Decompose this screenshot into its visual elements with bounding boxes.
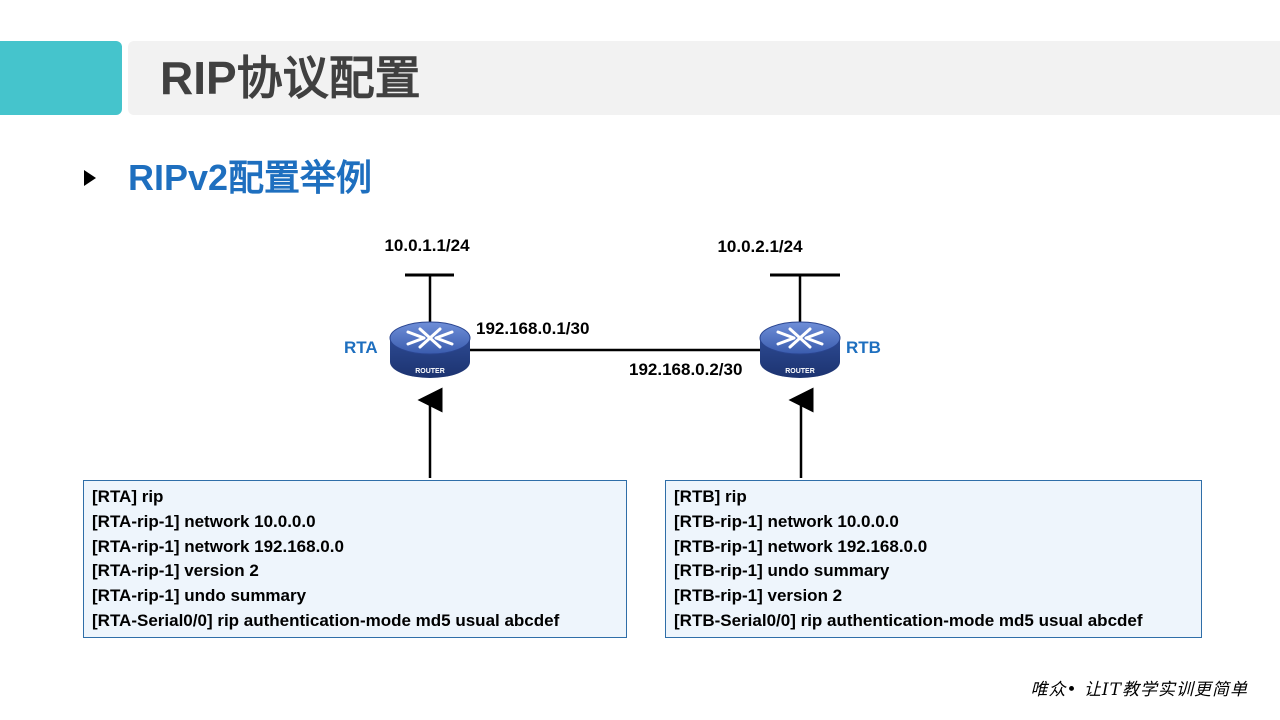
- router-rta-icon: ROUTER: [389, 321, 471, 378]
- rta-device-label: ROUTER: [415, 368, 445, 375]
- rtb-name-label: RTB: [846, 338, 881, 357]
- rtb-config-line: [RTB-Serial0/0] rip authentication-mode …: [674, 610, 1143, 630]
- section-subtitle: RIPv2配置举例: [128, 157, 373, 198]
- rtb-config-box: [RTB] rip [RTB-rip-1] network 10.0.0.0 […: [665, 480, 1202, 638]
- rta-config-box: [RTA] rip [RTA-rip-1] network 10.0.0.0 […: [83, 480, 627, 638]
- rta-config-line: [RTA-rip-1] version 2: [92, 561, 259, 581]
- rtb-config-line: [RTB-rip-1] network 192.168.0.0: [674, 536, 928, 556]
- router-rtb-icon: ROUTER: [759, 321, 841, 378]
- rta-lan-ip-label: 10.0.1.1/24: [384, 236, 470, 255]
- rta-link-ip-label: 192.168.0.1/30: [476, 319, 589, 338]
- rtb-config-line: [RTB-rip-1] network 10.0.0.0: [674, 511, 899, 531]
- rtb-config-line: [RTB] rip: [674, 487, 747, 506]
- rta-config-line: [RTA-rip-1] undo summary: [92, 586, 307, 606]
- title-bar: [128, 41, 1280, 115]
- rtb-config-line: [RTB-rip-1] undo summary: [674, 561, 890, 581]
- rtb-config-line: [RTB-rip-1] version 2: [674, 586, 843, 606]
- rta-config-line: [RTA-Serial0/0] rip authentication-mode …: [92, 610, 560, 630]
- rta-config-line: [RTA] rip: [92, 487, 164, 506]
- page-title: RIP协议配置: [160, 52, 421, 104]
- bullet-triangle-icon: [84, 170, 96, 186]
- title-accent-block: [0, 41, 122, 115]
- rta-name-label: RTA: [344, 338, 378, 357]
- rtb-lan-ip-label: 10.0.2.1/24: [717, 237, 803, 256]
- footer-slogan: 唯众• 让IT教学实训更简单: [1030, 680, 1248, 700]
- rtb-link-ip-label: 192.168.0.2/30: [629, 360, 742, 379]
- rta-config-line: [RTA-rip-1] network 10.0.0.0: [92, 511, 316, 531]
- rta-config-line: [RTA-rip-1] network 192.168.0.0: [92, 536, 344, 556]
- rtb-device-label: ROUTER: [785, 368, 815, 375]
